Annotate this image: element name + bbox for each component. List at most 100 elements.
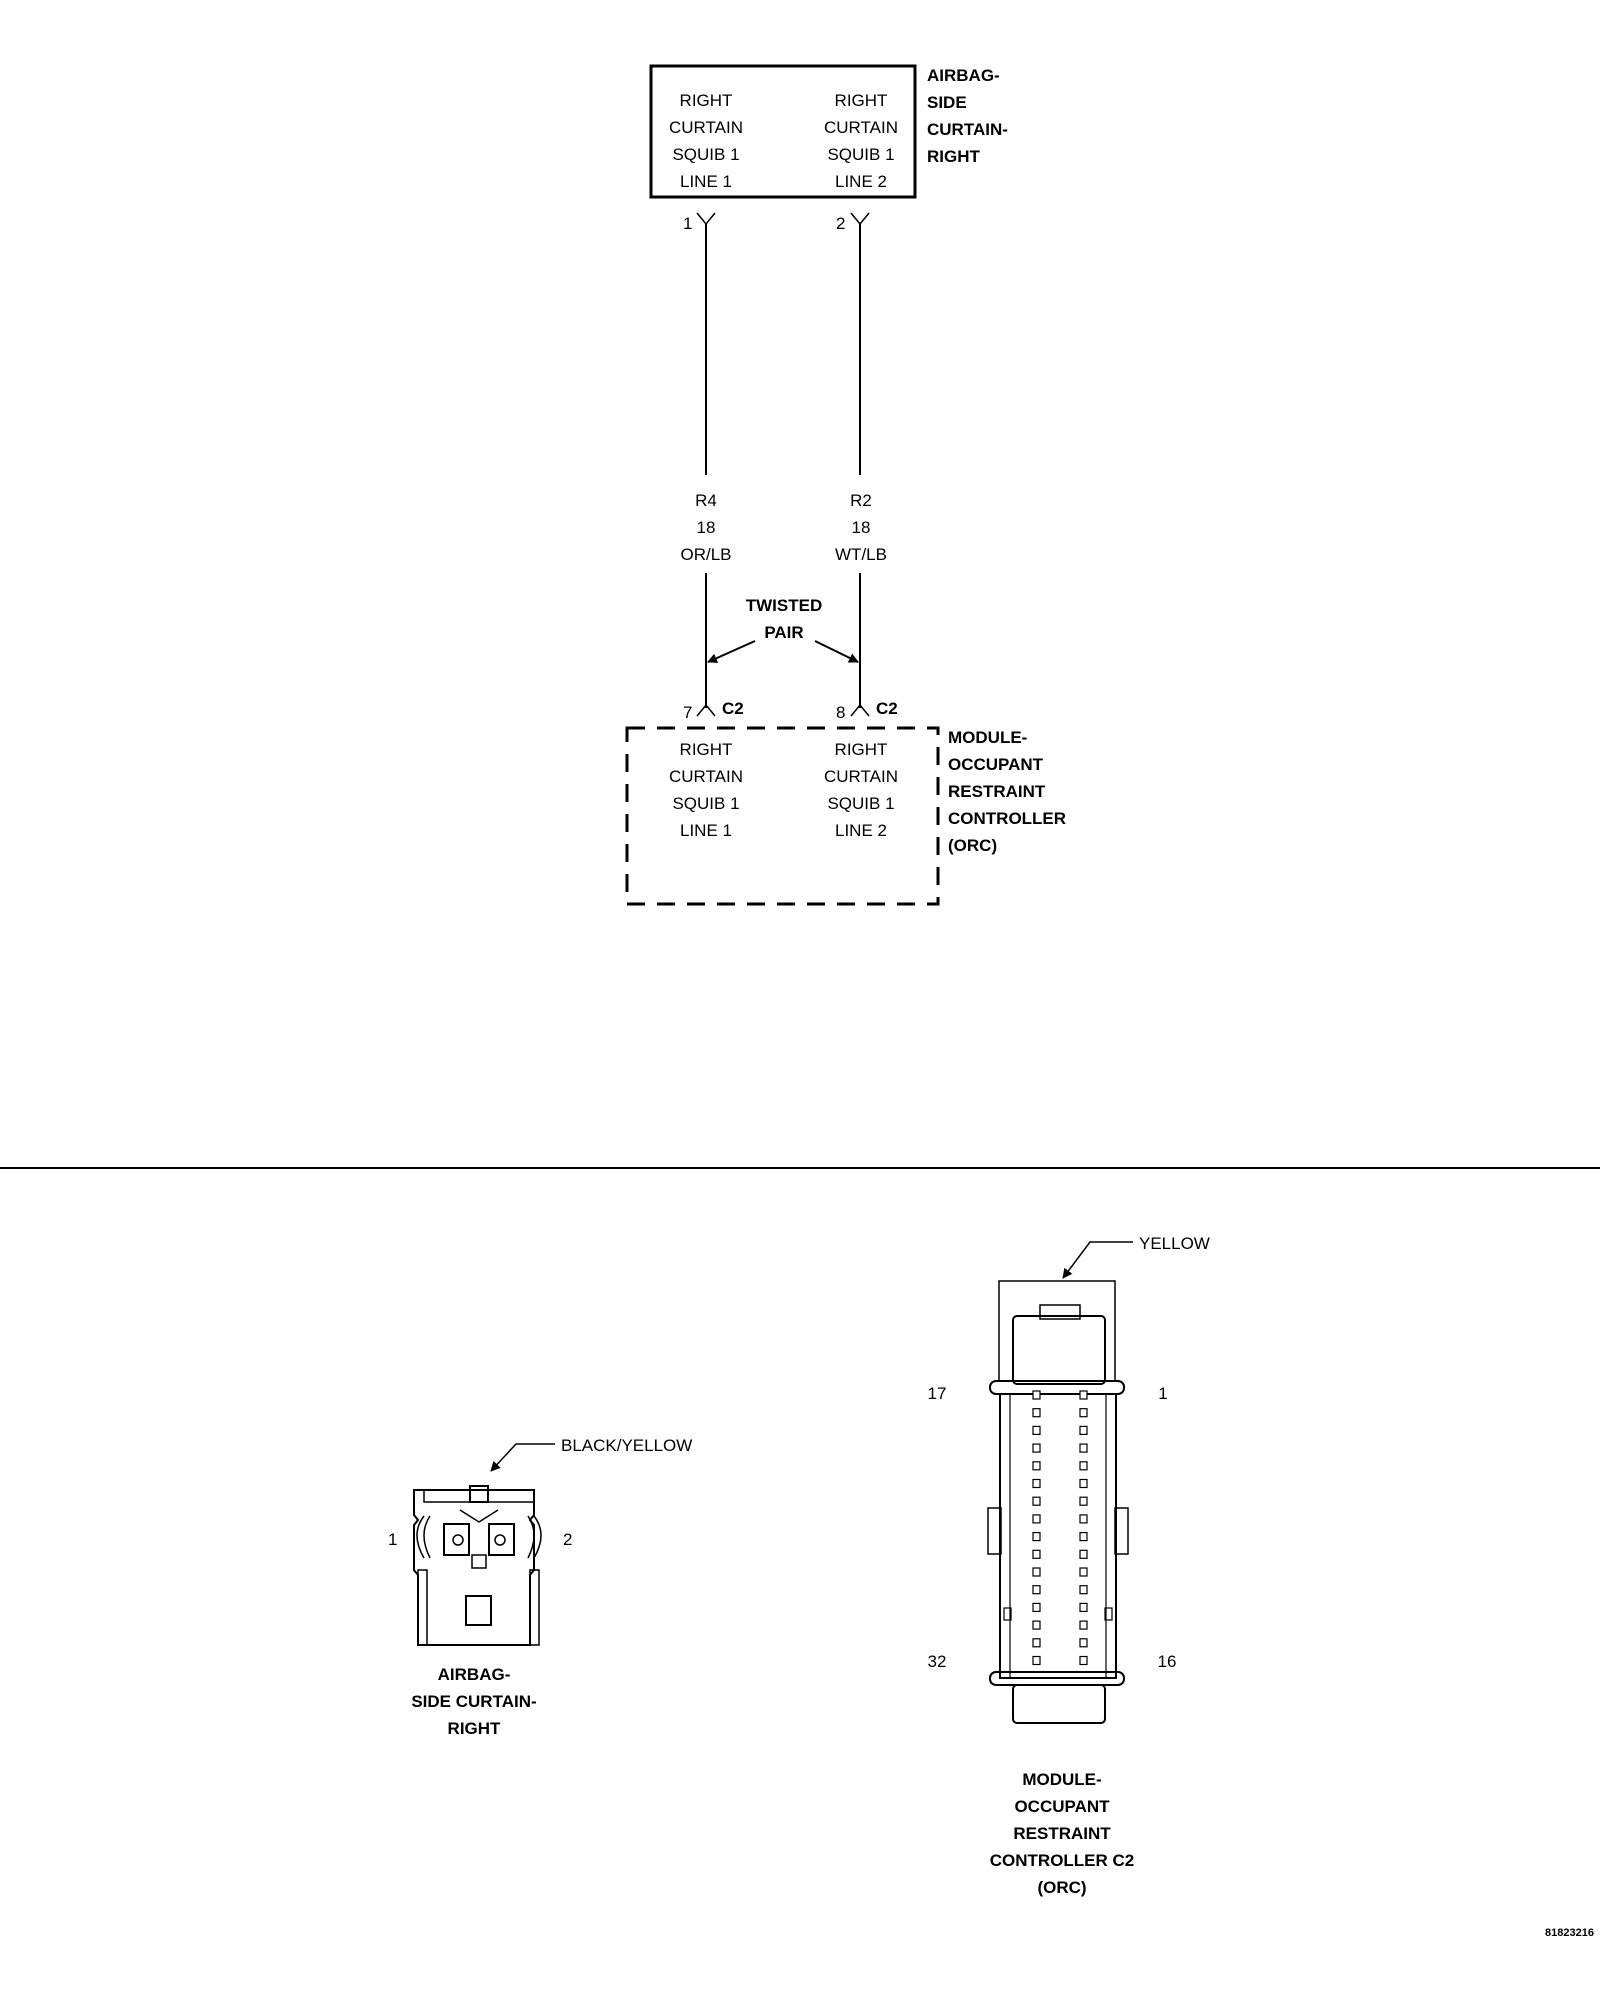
terminal-cavity	[1079, 1425, 1088, 1436]
terminal-cavity-grid	[1032, 1390, 1088, 1666]
terminal-cavity	[1079, 1567, 1088, 1577]
terminal-cavity	[1079, 1408, 1088, 1418]
orc-right-line: RIGHT	[835, 740, 888, 759]
terminal-cavity	[1032, 1602, 1041, 1613]
connector-pin-label: 16	[1158, 1652, 1177, 1671]
leader-arrow-icon	[1062, 1241, 1133, 1279]
airbag-right-line: LINE 2	[835, 172, 887, 191]
airbag-left-line: LINE 1	[680, 172, 732, 191]
orc-title-line: MODULE-	[948, 728, 1027, 747]
connector-caption-line: (ORC)	[1037, 1878, 1086, 1897]
orc-right-line: LINE 2	[835, 821, 887, 840]
terminal-cavity	[1079, 1585, 1088, 1595]
svg-text:18: 18	[852, 518, 871, 537]
orc-title-line: (ORC)	[948, 836, 997, 855]
airbag-box: RIGHT CURTAIN SQUIB 1 LINE 1 RIGHT CURTA…	[649, 64, 917, 199]
terminal-cavity	[1032, 1478, 1041, 1489]
connector-caption-line: RESTRAINT	[1013, 1824, 1111, 1843]
svg-text:PAIR: PAIR	[764, 623, 803, 642]
connector-orc-face: YELLOW 17 1 32 16 MODULE- OCCUPANT RESTR…	[928, 1234, 1210, 1897]
terminal-cavity	[1032, 1514, 1041, 1524]
figure-id: 81823216	[1545, 1927, 1594, 1939]
terminal-cavity	[1032, 1408, 1041, 1418]
orc-left-line: RIGHT	[680, 740, 733, 759]
airbag-right-line: CURTAIN	[824, 118, 898, 137]
terminal-cavity	[1032, 1585, 1041, 1595]
terminal-cavity	[1032, 1461, 1041, 1471]
connector-caption-line: AIRBAG-	[438, 1665, 511, 1684]
terminal-cavity	[1079, 1602, 1088, 1613]
terminal-cavity	[1032, 1549, 1041, 1559]
svg-text:18: 18	[697, 518, 716, 537]
connector-color-label: BLACK/YELLOW	[561, 1436, 692, 1455]
orc-left-line: CURTAIN	[669, 767, 743, 786]
orc-left-line: LINE 1	[680, 821, 732, 840]
male-terminal-icon	[696, 703, 716, 717]
connector-caption-line: OCCUPANT	[1014, 1797, 1110, 1816]
connector-pin-label: 2	[563, 1530, 572, 1549]
female-terminal-icon	[696, 212, 716, 226]
terminal-cavity	[1079, 1478, 1088, 1489]
connector-airbag-face: BLACK/YELLOW 1 2 AIRBAG- SIDE CURTAIN- R…	[388, 1436, 692, 1738]
twisted-pair-label: TWISTED PAIR	[746, 596, 823, 642]
orc-connector-c2: C2	[722, 699, 744, 718]
terminal-cavity	[1032, 1638, 1041, 1648]
svg-text:WT/LB: WT/LB	[835, 545, 887, 564]
airbag-right-line: RIGHT	[835, 91, 888, 110]
connector-color-label: YELLOW	[1139, 1234, 1210, 1253]
terminal-cavity	[1079, 1531, 1088, 1542]
terminal-cavity	[1032, 1531, 1041, 1542]
orc-pin-8: 8	[836, 703, 845, 722]
terminal-cavity-1	[443, 1523, 470, 1556]
terminal-cavity	[1032, 1390, 1041, 1400]
terminal-cavity	[1032, 1620, 1041, 1630]
connector-pin-label: 1	[1158, 1384, 1167, 1403]
airbag-title-line: SIDE	[927, 93, 967, 112]
connector-caption-line: CONTROLLER C2	[990, 1851, 1135, 1870]
svg-text:OR/LB: OR/LB	[680, 545, 731, 564]
connector-pin-label: 17	[928, 1384, 947, 1403]
connector-key	[469, 1485, 489, 1503]
airbag-right-line: SQUIB 1	[827, 145, 894, 164]
airbag-left-line: CURTAIN	[669, 118, 743, 137]
terminal-cavity	[1032, 1425, 1041, 1436]
terminal-cavity-2	[488, 1523, 515, 1556]
arrow-icon	[707, 640, 756, 663]
airbag-title: AIRBAG- SIDE CURTAIN- RIGHT	[927, 66, 1008, 166]
svg-text:R4: R4	[695, 491, 717, 510]
airbag-left-line: SQUIB 1	[672, 145, 739, 164]
leader-arrow-icon	[490, 1443, 555, 1472]
airbag-title-line: AIRBAG-	[927, 66, 1000, 85]
terminal-cavity	[1079, 1443, 1088, 1453]
orc-right-line: CURTAIN	[824, 767, 898, 786]
terminal-cavity	[1032, 1443, 1041, 1453]
terminal-cavity	[1079, 1620, 1088, 1630]
orc-box: RIGHT CURTAIN SQUIB 1 LINE 1 RIGHT CURTA…	[625, 726, 940, 906]
svg-text:TWISTED: TWISTED	[746, 596, 823, 615]
arrow-icon	[814, 640, 859, 663]
terminal-cavity	[1079, 1549, 1088, 1559]
orc-title: MODULE- OCCUPANT RESTRAINT CONTROLLER (O…	[948, 728, 1066, 855]
orc-right-line: SQUIB 1	[827, 794, 894, 813]
orc-pin-7: 7	[683, 703, 692, 722]
orc-connector-c2: C2	[876, 699, 898, 718]
orc-title-line: OCCUPANT	[948, 755, 1044, 774]
orc-title-line: RESTRAINT	[948, 782, 1046, 801]
airbag-title-line: RIGHT	[927, 147, 981, 166]
airbag-pin-2: 2	[836, 214, 845, 233]
terminal-cavity	[1079, 1461, 1088, 1471]
connector-caption-line: SIDE CURTAIN-	[411, 1692, 536, 1711]
orc-left-line: SQUIB 1	[672, 794, 739, 813]
airbag-left-line: RIGHT	[680, 91, 733, 110]
connector-caption-line: RIGHT	[448, 1719, 502, 1738]
wire-r4-label: R4 18 OR/LB	[680, 491, 731, 564]
male-terminal-icon	[850, 703, 870, 717]
female-terminal-icon	[850, 212, 870, 226]
terminal-cavity	[1079, 1514, 1088, 1524]
wire-r2-label: R2 18 WT/LB	[835, 491, 887, 564]
connector-pin-label: 1	[388, 1530, 397, 1549]
connector-pin-label: 32	[928, 1652, 947, 1671]
terminal-cavity	[1079, 1496, 1088, 1506]
airbag-title-line: CURTAIN-	[927, 120, 1008, 139]
